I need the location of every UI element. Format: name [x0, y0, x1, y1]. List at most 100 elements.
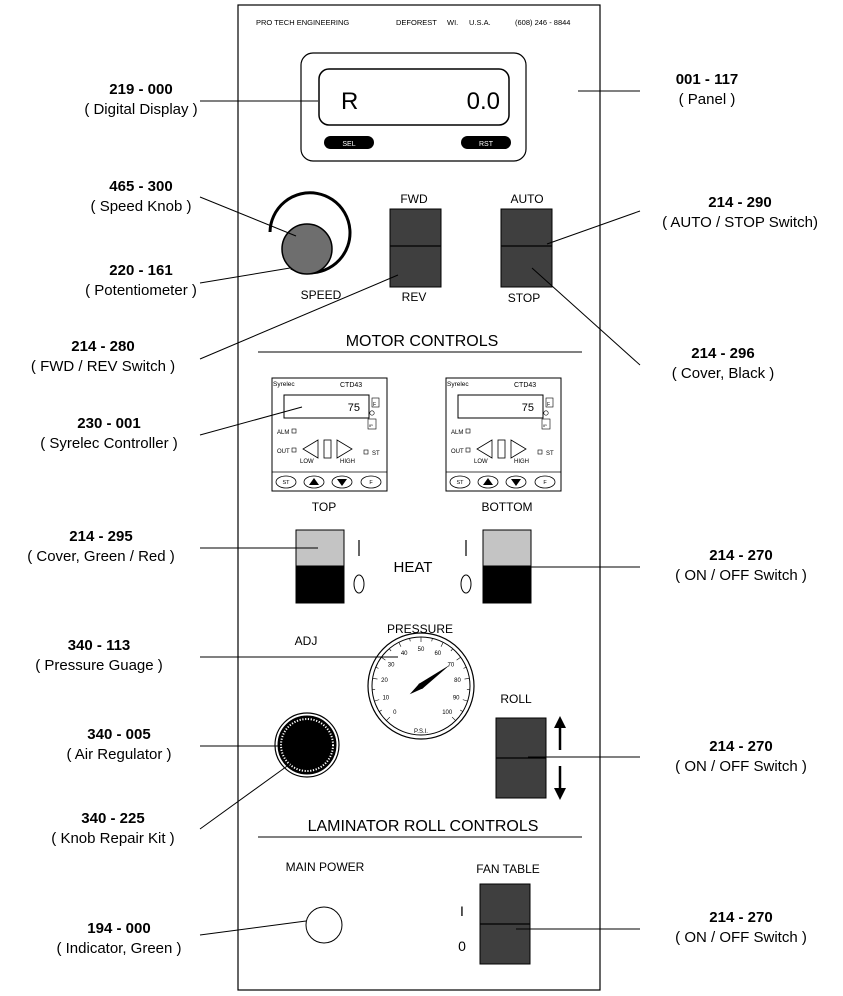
part-number: 219 - 000 [109, 81, 173, 98]
air-regulator-knob[interactable] [277, 715, 337, 775]
gauge-tick [381, 656, 386, 661]
leader-lines [199, 90, 641, 936]
controller-top-out-led [291, 447, 297, 453]
heat-bottom-switch-cover-on[interactable] [482, 529, 532, 567]
heat-top-switch-cover-off[interactable] [295, 565, 345, 604]
rev-label: REV [402, 290, 427, 304]
controller-top: Syrelec CTD43 75 F IP ALM OUT LOW HIGH S… [271, 377, 388, 492]
bottom-label: BOTTOM [481, 500, 532, 514]
controller-top-alm: ALM [277, 430, 289, 436]
sel-button[interactable] [324, 136, 374, 149]
controller-bottom-down-icon [511, 479, 521, 486]
controller-bottom-st-key-label: ST [456, 480, 464, 486]
controller-bottom-probe [543, 410, 549, 416]
callout-potentiometer: 220 - 161( Potentiometer ) [46, 261, 236, 301]
leader-auto-stop [546, 210, 641, 245]
leader-speed-knob [199, 196, 297, 237]
header-phone: (608) 246 - 8844 [515, 18, 570, 27]
controller-bottom-value: 75 [522, 402, 534, 414]
controller-bottom-screen [457, 394, 544, 419]
gauge-tick [409, 638, 411, 642]
controller-bottom-center-bar [497, 439, 506, 459]
controller-top-st-key[interactable] [275, 475, 297, 489]
callout-fan-onoff-switch: 214 - 270( ON / OFF Switch ) [646, 908, 836, 948]
pressure-gauge-unit: P.S.I. [414, 729, 428, 735]
part-number: 230 - 001 [77, 415, 141, 432]
controller-bottom-st-led [537, 449, 543, 455]
gauge-tick [451, 716, 456, 721]
speed-knob[interactable] [281, 223, 333, 275]
header-state: WI. [447, 18, 458, 27]
part-number: 214 - 270 [709, 547, 773, 564]
gauge-scale-label: 50 [418, 647, 425, 653]
gauge-tick [462, 699, 468, 702]
gauge-tick [463, 666, 467, 669]
controller-bottom-high: HIGH [514, 459, 529, 465]
part-number: 214 - 296 [691, 345, 755, 362]
callout-cover-black: 214 - 296( Cover, Black ) [628, 344, 818, 384]
callout-syrelec-controller: 230 - 001 ( Syrelec Controller ) [14, 414, 204, 454]
controller-bottom-alm: ALM [451, 430, 463, 436]
controller-top-value: 75 [348, 402, 360, 414]
controller-top-ip: IP [369, 423, 373, 428]
controller-top-ip-box [367, 418, 377, 430]
controller-bottom-f-key[interactable] [534, 475, 556, 489]
sel-button-label: SEL [342, 141, 355, 148]
part-description: ( Cover, Green / Red ) [27, 548, 175, 565]
controller-top-low-arrow [302, 439, 319, 459]
controller-bottom-up-icon [483, 478, 493, 485]
part-description: ( FWD / REV Switch ) [30, 358, 176, 375]
part-description: ( Indicator, Green ) [56, 940, 182, 957]
gauge-scale-label: 40 [401, 651, 408, 657]
rst-button[interactable] [461, 136, 511, 149]
callout-fwd-rev-switch: 214 - 280 ( FWD / REV Switch ) [8, 337, 198, 377]
part-number: 214 - 280 [71, 338, 135, 355]
fwd-rev-switch[interactable] [389, 208, 442, 288]
part-number: 001 - 117 [675, 71, 739, 88]
gauge-scale-label: 0 [393, 710, 397, 716]
callout-pressure-gauge: 340 - 113( Pressure Guage ) [4, 636, 194, 676]
controller-top-f-key[interactable] [360, 475, 382, 489]
gauge-tick [450, 648, 454, 652]
controller-bottom-alm-led [465, 428, 471, 434]
controller-bottom-st-key[interactable] [449, 475, 471, 489]
part-number: 214 - 270 [709, 909, 773, 926]
controller-top-center-bar [323, 439, 332, 459]
gauge-tick [372, 678, 378, 680]
header-city: DEFOREST [396, 18, 437, 27]
leader-indicator [199, 920, 307, 936]
leader-syrelec [199, 406, 303, 436]
gauge-tick [464, 678, 470, 680]
fan-table-label: FAN TABLE [476, 862, 540, 876]
display-mode: R [341, 88, 358, 115]
part-description: ( ON / OFF Switch ) [675, 758, 807, 775]
callout-roll-onoff-switch: 214 - 270( ON / OFF Switch ) [646, 737, 836, 777]
fwd-label: FWD [400, 192, 428, 206]
controller-top-st-key-label: ST [282, 480, 290, 486]
part-number: 214 - 295 [69, 528, 133, 545]
part-description: ( Knob Repair Kit ) [51, 830, 175, 847]
auto-stop-switch[interactable] [500, 208, 553, 288]
part-description: ( Air Regulator ) [66, 746, 172, 763]
controller-bottom: Syrelec CTD43 75 F IP ALM OUT LOW HIGH S… [445, 377, 562, 492]
callout-speed-knob: 465 - 300( Speed Knob ) [46, 177, 236, 217]
part-description: ( Potentiometer ) [85, 282, 197, 299]
controller-bottom-ip: IP [543, 423, 547, 428]
pressure-gauge-ticks [372, 637, 470, 721]
leader-fwd-rev [199, 274, 399, 360]
callout-heat-onoff-switch: 214 - 270( ON / OFF Switch ) [646, 546, 836, 586]
heat-label: HEAT [394, 559, 433, 576]
controller-top-high-arrow [336, 439, 353, 459]
gauge-scale-label: 90 [453, 695, 460, 701]
adj-label: ADJ [295, 634, 318, 648]
fan-table-on-mark: I [460, 903, 464, 919]
top-label: TOP [312, 500, 336, 514]
gauge-scale-label: 100 [442, 710, 453, 716]
roll-up-arrow-icon [554, 716, 566, 728]
controller-bottom-model: CTD43 [514, 382, 536, 389]
heat-bottom-switch-cover-off[interactable] [482, 565, 532, 604]
gauge-tick [386, 716, 391, 721]
controller-top-st-led [363, 449, 369, 455]
gauge-scale-label: 30 [388, 662, 395, 668]
part-description: ( Syrelec Controller ) [40, 435, 178, 452]
